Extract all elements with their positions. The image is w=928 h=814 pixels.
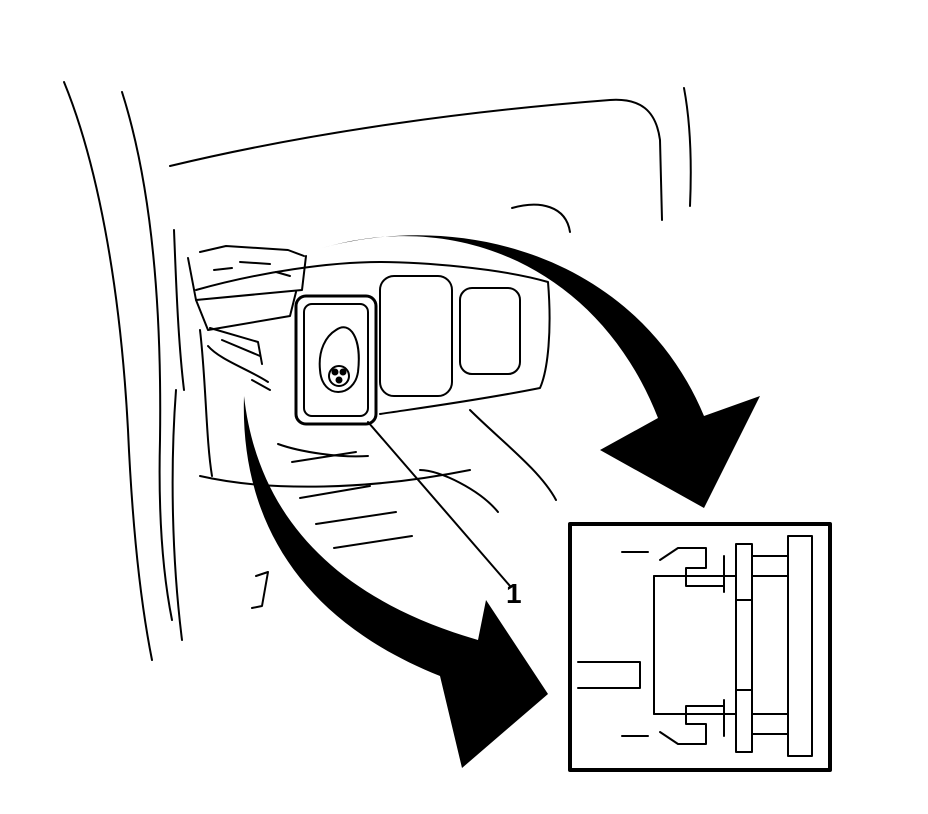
switch-bezel	[171, 261, 557, 641]
callout-label-1: 1	[506, 578, 522, 609]
lower-curved-arrow	[243, 396, 548, 768]
switch-module	[294, 294, 378, 426]
panel-outline	[63, 81, 692, 661]
callout-leader	[367, 421, 511, 587]
detail-inset	[568, 522, 832, 772]
switch-housing	[187, 245, 307, 391]
upper-curved-arrow	[322, 235, 760, 508]
